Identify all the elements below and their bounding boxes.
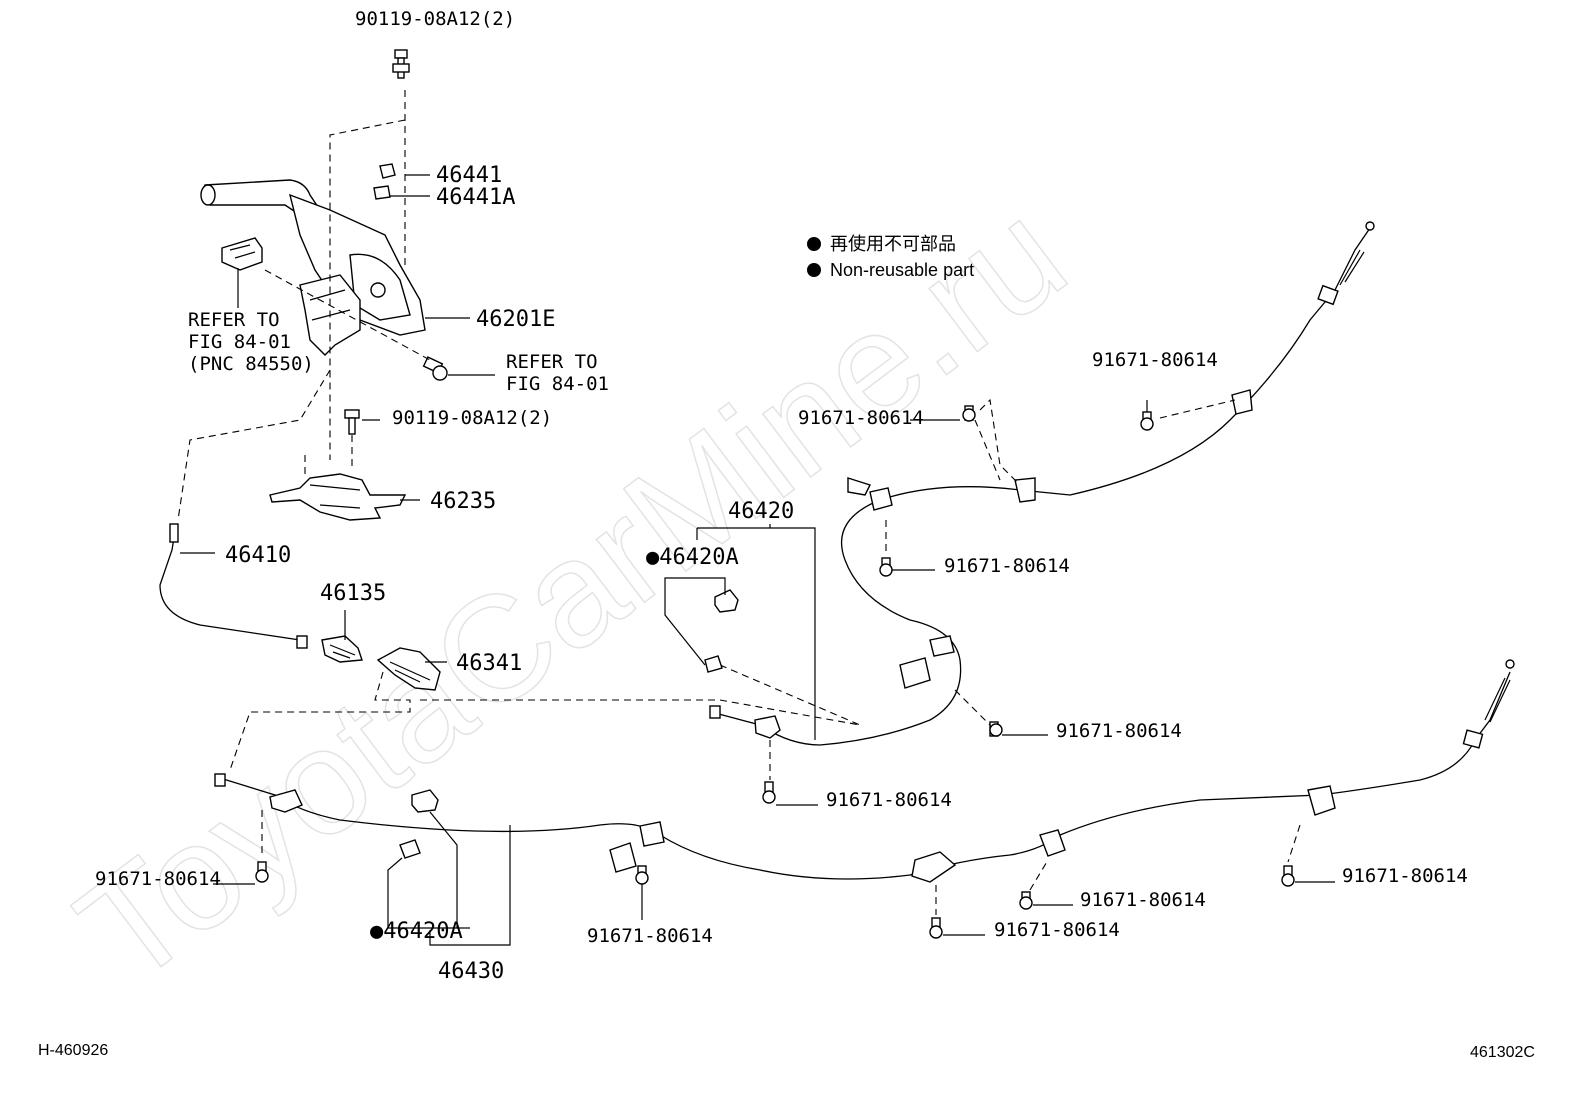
- label-bolt-91671-lower-mid-b: 91671-80614: [994, 919, 1120, 941]
- label-bolt-91671-upper-mid: 91671-80614: [798, 407, 924, 429]
- label-46420A-lower: ●46420A: [370, 919, 463, 944]
- cable-46420: [714, 289, 1336, 746]
- footer-right-code: 461302C: [1470, 1044, 1535, 1061]
- label-refer-left-1: REFER TO: [188, 309, 280, 331]
- label-bolt-91671-lower-mid-a: 91671-80614: [1080, 889, 1206, 911]
- label-bolt-90119-top: 90119-08A12(2): [355, 8, 515, 30]
- label-refer-left-2: FIG 84-01: [188, 331, 291, 353]
- bolt-lever-side-icon: [422, 356, 448, 381]
- label-bolt-91671-upper-right: 91671-80614: [1092, 349, 1218, 371]
- bolt-91671-lower-mid-b-icon: [929, 917, 943, 939]
- label-bolt-91671-center: 91671-80614: [826, 789, 952, 811]
- label-refer-right-1: REFER TO: [506, 351, 598, 373]
- label-refer-right-2: FIG 84-01: [506, 373, 609, 395]
- label-46441: 46441: [436, 163, 502, 188]
- legend-line-2: Non-reusable part: [830, 260, 974, 280]
- bolt-91671-mid-right-b-icon: [989, 721, 1003, 737]
- label-bolt-91671-left: 91671-80614: [95, 868, 221, 890]
- bolt-91671-left-icon: [255, 861, 269, 883]
- bracket-46235: [269, 473, 407, 521]
- legend: 再使用不可部品 Non-reusable part: [807, 234, 974, 280]
- bolt-91671-center-icon: [762, 781, 776, 804]
- label-46441A: 46441A: [436, 185, 515, 210]
- parking-brake-lever: [200, 179, 426, 356]
- label-refer-left-3: (PNC 84550): [188, 353, 314, 375]
- legend-marker-2: [807, 263, 821, 277]
- brake-switch: [221, 237, 263, 271]
- clip-46420A-lower-icon: [399, 789, 439, 859]
- label-bolt-91671-right: 91671-80614: [1342, 865, 1468, 887]
- clip-46441A-icon: [373, 185, 391, 200]
- label-46420A-upper: ●46420A: [646, 545, 739, 570]
- yoke-46341: [376, 647, 441, 691]
- bolt-91671-lower-center-icon: [635, 865, 649, 885]
- clip-46420A-upper-icon: [704, 589, 739, 673]
- bolt-90119-top-icon: [392, 49, 410, 79]
- label-46235: 46235: [430, 489, 496, 514]
- label-46430: 46430: [438, 959, 504, 984]
- cable-46410: [159, 524, 301, 641]
- cable-46430: [219, 671, 1511, 880]
- footer-left-code: H-460926: [38, 1042, 108, 1059]
- bolt-91671-upper-right-icon: [1140, 411, 1154, 431]
- bolt-90119-mid-icon: [344, 409, 360, 435]
- label-46341: 46341: [456, 651, 522, 676]
- label-46420: 46420: [728, 499, 794, 524]
- label-46135: 46135: [320, 581, 386, 606]
- bolt-91671-upper-mid-icon: [962, 405, 976, 422]
- clip-46441-icon: [379, 163, 396, 179]
- bolt-91671-right-icon: [1281, 865, 1295, 887]
- bolt-91671-lower-mid-a-icon: [1019, 891, 1033, 910]
- label-46201E: 46201E: [476, 307, 555, 332]
- legend-line-1: 再使用不可部品: [830, 234, 956, 254]
- label-bolt-90119-mid: 90119-08A12(2): [392, 407, 552, 429]
- bolt-91671-mid-right-a-icon: [879, 557, 893, 577]
- label-bolt-91671-lower-center: 91671-80614: [587, 925, 713, 947]
- legend-marker-1: [807, 237, 821, 251]
- label-bolt-91671-mid-right-a: 91671-80614: [944, 555, 1070, 577]
- label-46410: 46410: [225, 543, 291, 568]
- label-bolt-91671-mid-right-b: 91671-80614: [1056, 720, 1182, 742]
- equalizer-46135: [321, 635, 363, 663]
